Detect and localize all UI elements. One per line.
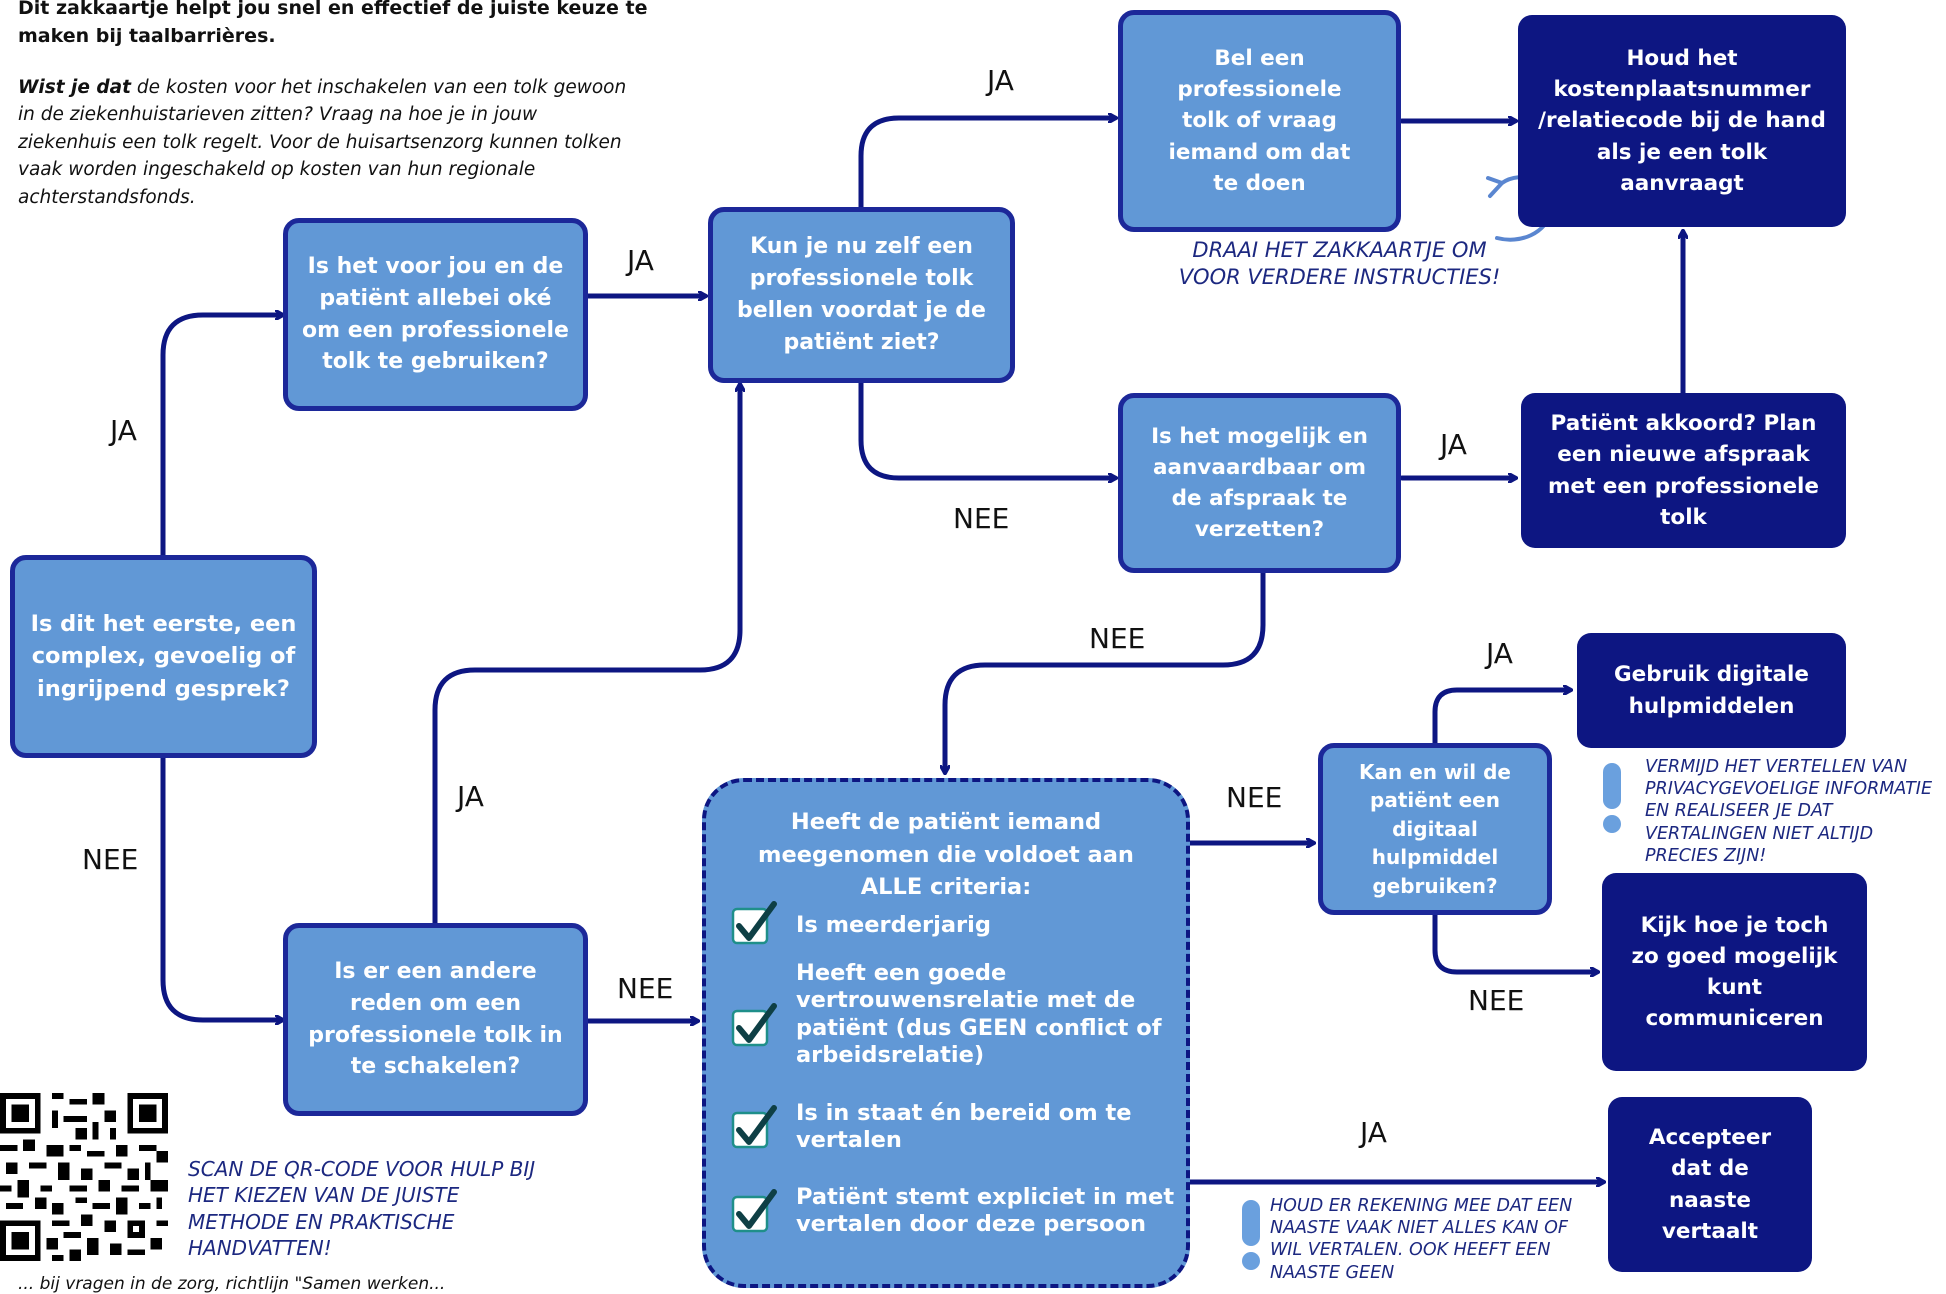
- intro-wist-je-dat: Wist je dat de kosten voor het inschakel…: [18, 77, 627, 208]
- label-ja: JA: [110, 414, 137, 447]
- node-digitaal: Gebruik digitale hulpmiddelen: [1577, 633, 1846, 748]
- checkmark-icon: [731, 1003, 777, 1047]
- label-nee: NEE: [82, 843, 139, 876]
- note-naaste-waarschuwing: HOUD ER REKENING MEE DAT EEN NAASTE VAAK…: [1270, 1196, 1573, 1283]
- node-communiceren: Kijk hoe je toch zo goed mogelijk kunt c…: [1602, 873, 1867, 1071]
- checkmark-icon: [731, 901, 777, 945]
- arrow-start-ja: [160, 315, 282, 558]
- label-ja: JA: [1440, 428, 1467, 461]
- note-privacy: VERMIJD HET VERTELLEN VAN PRIVACYGEVOELI…: [1645, 757, 1933, 866]
- label-ja: JA: [1486, 637, 1513, 670]
- label-ja: JA: [1360, 1116, 1387, 1149]
- arrow-andere-ja: [432, 385, 740, 926]
- intro-title: Dit zakkaartje helpt jou snel en effecti…: [18, 0, 648, 48]
- arrow-digitaal-nee: [1432, 912, 1597, 972]
- arrow-zelf-ja: [858, 118, 1115, 212]
- node-bel: Bel een professionele tolk of vraag iema…: [1118, 10, 1401, 232]
- label-nee: NEE: [1089, 622, 1146, 655]
- criteria-heading: Heeft de patiënt iemand meegenomen die v…: [758, 809, 1134, 901]
- qr-code-icon[interactable]: [0, 1092, 168, 1262]
- node-verzetten: Is het mogelijk en aanvaardbaar om de af…: [1118, 393, 1401, 573]
- node-naaste: Accepteer dat de naaste vertaalt: [1608, 1097, 1812, 1272]
- node-digitaal-vraag: Kan en wil de patiënt een digitaal hulpm…: [1318, 743, 1552, 915]
- label-ja: JA: [627, 244, 654, 277]
- arrow-verzetten-nee: [945, 570, 1266, 772]
- note-bottom-cut: ... bij vragen in de zorg, richtlijn "Sa…: [18, 1274, 446, 1294]
- label-ja: JA: [457, 780, 484, 813]
- checkmark-icon: [731, 1189, 777, 1233]
- note-draai-om: DRAAI HET ZAKKAARTJE OM VOOR VERDERE INS…: [1178, 238, 1501, 290]
- label-nee: NEE: [953, 502, 1010, 535]
- exclamation-icon: [1240, 1200, 1262, 1270]
- arrow-digitaal-ja: [1432, 690, 1570, 746]
- checkmark-icon: [731, 1105, 777, 1149]
- node-criteria: Heeft de patiënt iemand meegenomen die v…: [702, 778, 1190, 1288]
- node-akkoord: Patiënt akkoord? Plan een nieuwe afspraa…: [1521, 393, 1846, 548]
- node-kostenplaats: Houd het kostenplaatsnummer /relatiecode…: [1518, 15, 1846, 227]
- label-nee: NEE: [617, 972, 674, 1005]
- arrow-zelf-nee: [858, 379, 1115, 478]
- label-nee: NEE: [1468, 984, 1525, 1017]
- node-andere-reden: Is er een andere reden om een profession…: [283, 923, 588, 1116]
- label-nee: NEE: [1226, 781, 1283, 814]
- note-qr: SCAN DE QR-CODE VOOR HULP BIJ HET KIEZEN…: [188, 1157, 536, 1261]
- node-oke: Is het voor jou en de patiënt allebei ok…: [283, 218, 588, 411]
- node-zelf-bellen: Kun je nu zelf een professionele tolk be…: [708, 207, 1015, 383]
- label-ja: JA: [987, 64, 1014, 97]
- arrow-start-nee: [160, 755, 282, 1020]
- exclamation-icon: [1601, 763, 1623, 833]
- node-start: Is dit het eerste, een complex, gevoelig…: [10, 555, 317, 758]
